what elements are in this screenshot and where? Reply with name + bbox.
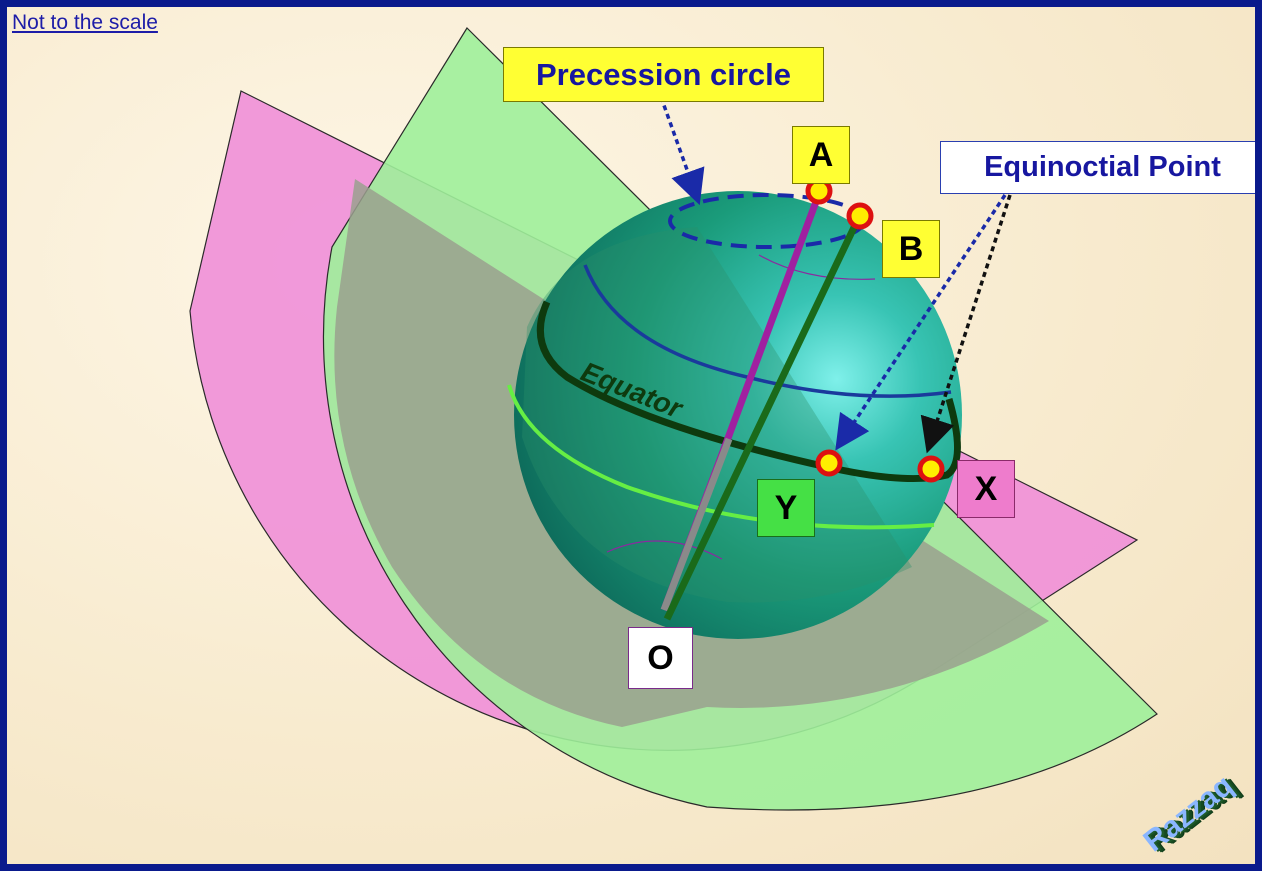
marker-y <box>815 449 843 477</box>
point-o-label: O <box>628 627 693 689</box>
marker-b <box>846 202 874 230</box>
precession-pointer-arrow <box>659 96 705 206</box>
precession-diagram: Equator <box>189 27 1158 811</box>
tropic-line-lower <box>507 384 935 530</box>
not-to-scale-note: Not to the scale <box>12 11 158 34</box>
point-x-label: X <box>957 460 1015 518</box>
point-y-label: Y <box>757 479 815 537</box>
equinoctial-pointer-arrow-black <box>920 194 1012 454</box>
polar-arc-bottom <box>606 540 723 560</box>
equinoctial-point-label: Equinoctial Point <box>940 141 1255 194</box>
equator-line <box>536 300 961 483</box>
tropic-line-upper <box>583 264 952 398</box>
point-b-label: B <box>882 220 940 278</box>
marker-x <box>917 455 945 483</box>
point-a-label: A <box>792 126 850 184</box>
axis-o-to-b <box>663 215 863 621</box>
equinoctial-pointer-arrow-blue <box>835 194 1007 451</box>
polar-arc-top <box>758 254 876 280</box>
axis-o-to-a-lower <box>660 437 733 612</box>
precession-circle-label: Precession circle <box>503 47 824 102</box>
